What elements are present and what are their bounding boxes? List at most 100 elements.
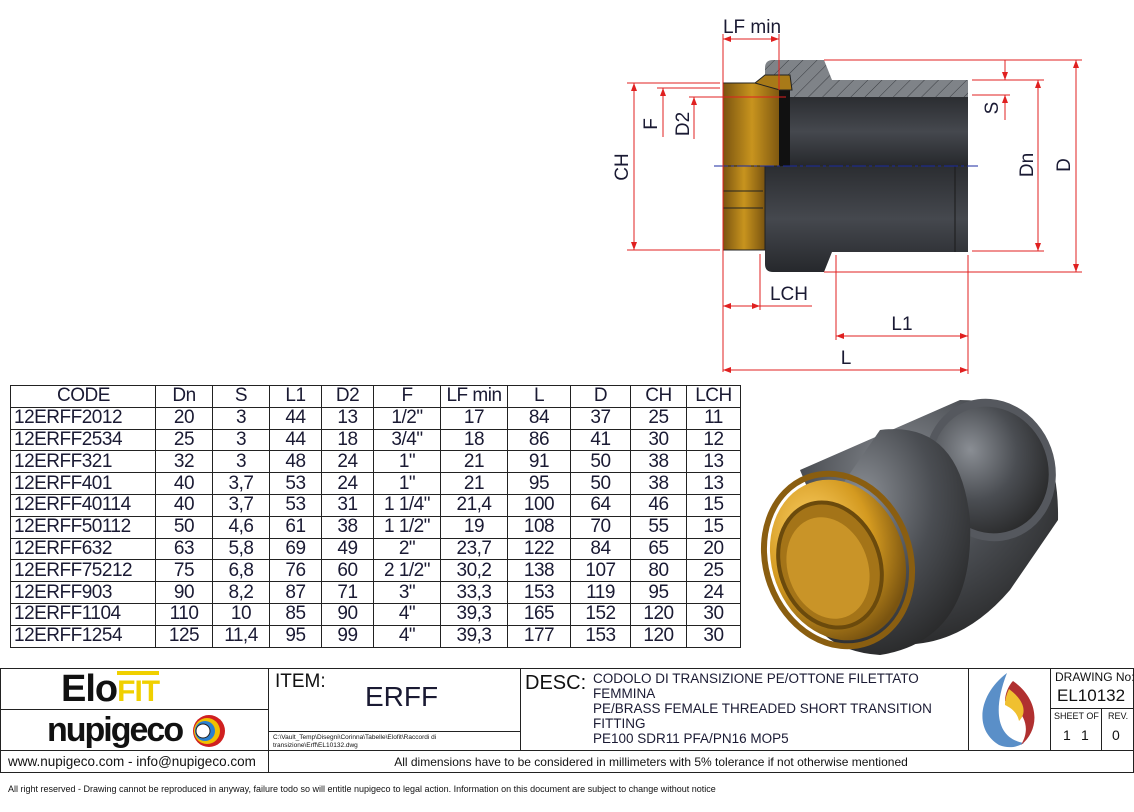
desc-line: FEMMINA bbox=[593, 686, 656, 701]
desc-label: DESC: bbox=[525, 672, 587, 694]
table-cell: 40 bbox=[155, 493, 213, 517]
table-cell: 53 bbox=[269, 493, 322, 517]
table-cell: 64 bbox=[570, 493, 631, 517]
table-cell: 30 bbox=[686, 602, 741, 626]
table-cell: 110 bbox=[155, 602, 213, 626]
table-cell: 18 bbox=[321, 428, 374, 452]
table-cell: 1 1/2" bbox=[373, 515, 441, 539]
table-cell: 12ERFF321 bbox=[10, 450, 156, 474]
table-cell: 108 bbox=[507, 515, 571, 539]
column-header: CH bbox=[630, 385, 687, 408]
dim-label-d2: D2 bbox=[673, 112, 694, 136]
table-cell: 50 bbox=[570, 472, 631, 495]
table-cell: 86 bbox=[507, 428, 571, 452]
table-cell: 30 bbox=[630, 428, 687, 452]
drawing-no: EL10132 bbox=[1057, 686, 1126, 705]
desc-line: CODOLO DI TRANSIZIONE PE/OTTONE FILETTAT… bbox=[593, 671, 919, 686]
table-cell: 91 bbox=[507, 450, 571, 474]
drawing-no-label: DRAWING No: bbox=[1055, 670, 1134, 684]
table-cell: 20 bbox=[155, 406, 213, 430]
dim-label-s: S bbox=[982, 102, 1003, 115]
table-cell: 19 bbox=[440, 515, 508, 539]
column-header: L bbox=[507, 385, 571, 408]
table-cell: 153 bbox=[507, 581, 571, 604]
table-cell: 38 bbox=[321, 515, 374, 539]
dim-label-l1: L1 bbox=[891, 314, 912, 335]
column-header: D2 bbox=[321, 385, 374, 408]
table-cell: 120 bbox=[630, 602, 687, 626]
table-cell: 13 bbox=[686, 450, 741, 474]
table-cell: 1/2" bbox=[373, 406, 441, 430]
table-cell: 3/4" bbox=[373, 428, 441, 452]
table-cell: 119 bbox=[570, 581, 631, 604]
table-cell: 1 1/4" bbox=[373, 493, 441, 517]
table-cell: 4" bbox=[373, 602, 441, 626]
desc-line: FITTING bbox=[593, 716, 646, 731]
table-cell: 8,2 bbox=[212, 581, 270, 604]
table-cell: 60 bbox=[321, 559, 374, 583]
table-cell: 84 bbox=[507, 406, 571, 430]
table-cell: 46 bbox=[630, 493, 687, 517]
table-cell: 12ERFF903 bbox=[10, 581, 156, 604]
table-cell: 12ERFF2012 bbox=[10, 406, 156, 430]
nupigeco-rings-icon bbox=[193, 715, 225, 747]
table-cell: 90 bbox=[155, 581, 213, 604]
table-cell: 4,6 bbox=[212, 515, 270, 539]
elofit-logo: EloFIT bbox=[0, 668, 269, 710]
table-cell: 138 bbox=[507, 559, 571, 583]
nupigeco-logo: nupigeco bbox=[0, 709, 269, 751]
sheet-label: SHEET OF bbox=[1054, 711, 1099, 721]
table-cell: 21 bbox=[440, 472, 508, 495]
flame-logo-cell bbox=[968, 668, 1051, 751]
table-cell: 4" bbox=[373, 624, 441, 648]
table-cell: 1" bbox=[373, 450, 441, 474]
logo-fit: FIT bbox=[117, 671, 160, 708]
table-cell: 39,3 bbox=[440, 624, 508, 648]
table-cell: 25 bbox=[630, 406, 687, 430]
table-cell: 25 bbox=[155, 428, 213, 452]
table-cell: 12 bbox=[686, 428, 741, 452]
table-cell: 87 bbox=[269, 581, 322, 604]
table-cell: 165 bbox=[507, 602, 571, 626]
table-cell: 3 bbox=[212, 428, 270, 452]
table-cell: 11 bbox=[686, 406, 741, 430]
table-cell: 95 bbox=[630, 581, 687, 604]
column-header: F bbox=[373, 385, 441, 408]
table-cell: 177 bbox=[507, 624, 571, 648]
dim-label-dn: Dn bbox=[1017, 153, 1038, 177]
table-cell: 31 bbox=[321, 493, 374, 517]
dim-label-l: L bbox=[841, 348, 852, 369]
table-cell: 13 bbox=[321, 406, 374, 430]
table-cell: 12ERFF1254 bbox=[10, 624, 156, 648]
table-cell: 12ERFF40114 bbox=[10, 493, 156, 517]
table-cell: 44 bbox=[269, 406, 322, 430]
table-cell: 90 bbox=[321, 602, 374, 626]
table-cell: 12ERFF632 bbox=[10, 537, 156, 561]
table-cell: 11,4 bbox=[212, 624, 270, 648]
disclaimer: All right reserved - Drawing cannot be r… bbox=[8, 784, 716, 794]
flame-logo-icon bbox=[982, 673, 1035, 748]
table-cell: 63 bbox=[155, 537, 213, 561]
desc-cell: DESC: CODOLO DI TRANSIZIONE PE/OTTONE FI… bbox=[520, 668, 969, 751]
table-cell: 15 bbox=[686, 515, 741, 539]
table-cell: 3 bbox=[212, 406, 270, 430]
desc-text: CODOLO DI TRANSIZIONE PE/OTTONE FILETTAT… bbox=[593, 671, 932, 746]
table-cell: 30,2 bbox=[440, 559, 508, 583]
logo-elo: Elo bbox=[61, 668, 118, 710]
logo-nupigeco: nupigeco bbox=[47, 711, 184, 749]
table-cell: 24 bbox=[321, 450, 374, 474]
drawing-number-cell: DRAWING No: EL10132 bbox=[1050, 668, 1134, 709]
table-cell: 120 bbox=[630, 624, 687, 648]
table-cell: 65 bbox=[630, 537, 687, 561]
table-cell: 49 bbox=[321, 537, 374, 561]
